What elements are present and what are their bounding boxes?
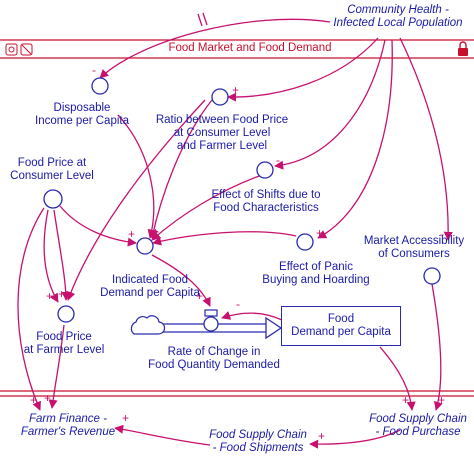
flow-pipe bbox=[160, 309, 283, 340]
link-ratio-farmer bbox=[66, 99, 206, 301]
polarity-panic: + bbox=[316, 226, 323, 240]
label-community-health[interactable]: Community Health -Infected Local Populat… bbox=[333, 4, 463, 29]
link-health-income bbox=[99, 18, 331, 79]
link-pricecons-finance bbox=[17, 207, 45, 411]
link-pricecons-farmer-2 bbox=[53, 209, 71, 301]
node-market-access bbox=[423, 267, 441, 285]
stock-food-demand-box[interactable] bbox=[281, 306, 401, 346]
link-health-market bbox=[399, 37, 453, 241]
gear-icon[interactable] bbox=[5, 43, 18, 56]
link-health-panic bbox=[317, 39, 393, 239]
polarity-stock-rate: - bbox=[236, 297, 240, 311]
link-stock-purchase bbox=[379, 346, 416, 411]
link-pricecons-demand bbox=[59, 205, 137, 247]
link-demand-rate bbox=[151, 254, 211, 307]
link-health-ratio bbox=[227, 37, 379, 102]
polarity-demand-2: + bbox=[152, 225, 159, 239]
polarity-market: - bbox=[440, 227, 444, 241]
polarity-finance-1: + bbox=[30, 393, 37, 407]
link-income-demand bbox=[117, 114, 157, 239]
polarity-purchase-2: + bbox=[438, 393, 445, 407]
node-disposable-income bbox=[91, 77, 109, 95]
polarity-ratio: + bbox=[232, 83, 239, 97]
node-indicated-demand bbox=[136, 237, 154, 255]
node-price-farmer bbox=[57, 305, 75, 323]
polarity-demand-1: + bbox=[128, 227, 135, 241]
node-effect-panic bbox=[296, 233, 314, 251]
polarity-farmer-1: + bbox=[46, 289, 53, 303]
hide-icon[interactable] bbox=[20, 43, 33, 56]
node-effect-shifts bbox=[256, 161, 274, 179]
node-price-consumer bbox=[43, 189, 63, 209]
link-shipments-finance bbox=[114, 424, 211, 446]
label-shipments[interactable]: Food Supply Chain- Food Shipments bbox=[209, 429, 307, 454]
link-purchase-shipments bbox=[309, 429, 401, 449]
lock-icon[interactable] bbox=[458, 41, 468, 56]
link-panic-demand bbox=[152, 231, 297, 246]
label-farm-finance[interactable]: Farm Finance -Farmer's Revenue bbox=[20, 413, 116, 438]
link-health-shifts bbox=[274, 39, 386, 170]
polarity-shifts: - bbox=[276, 153, 280, 167]
polarity-rate: + bbox=[196, 289, 203, 303]
polarity-income: - bbox=[92, 63, 96, 77]
link-shifts-demand bbox=[151, 174, 263, 241]
node-ratio-price bbox=[211, 88, 229, 106]
link-ratio-demand bbox=[149, 99, 213, 239]
variable-nodes bbox=[43, 77, 441, 323]
polarity-purchase-1: + bbox=[402, 393, 409, 407]
link-stock-rate bbox=[221, 311, 283, 321]
link-market-purchase bbox=[431, 283, 443, 411]
sector-band bbox=[0, 39, 474, 397]
link-pricecons-farmer bbox=[43, 209, 59, 303]
polarity-signs: - + - + - + + + + + + + - + + + + bbox=[30, 63, 445, 443]
polarity-finance-2: + bbox=[44, 391, 51, 405]
link-farmer-finance bbox=[48, 324, 65, 409]
sector-title: Food Market and Food Demand bbox=[168, 42, 332, 54]
label-purchase[interactable]: Food Supply Chain- Food Purchase bbox=[369, 413, 467, 438]
cloud-source-icon bbox=[130, 315, 166, 335]
polarity-finance-3: + bbox=[122, 411, 129, 425]
polarity-farmer-2: + bbox=[58, 287, 65, 301]
causal-links bbox=[17, 12, 453, 449]
polarity-shipments: + bbox=[318, 429, 325, 443]
